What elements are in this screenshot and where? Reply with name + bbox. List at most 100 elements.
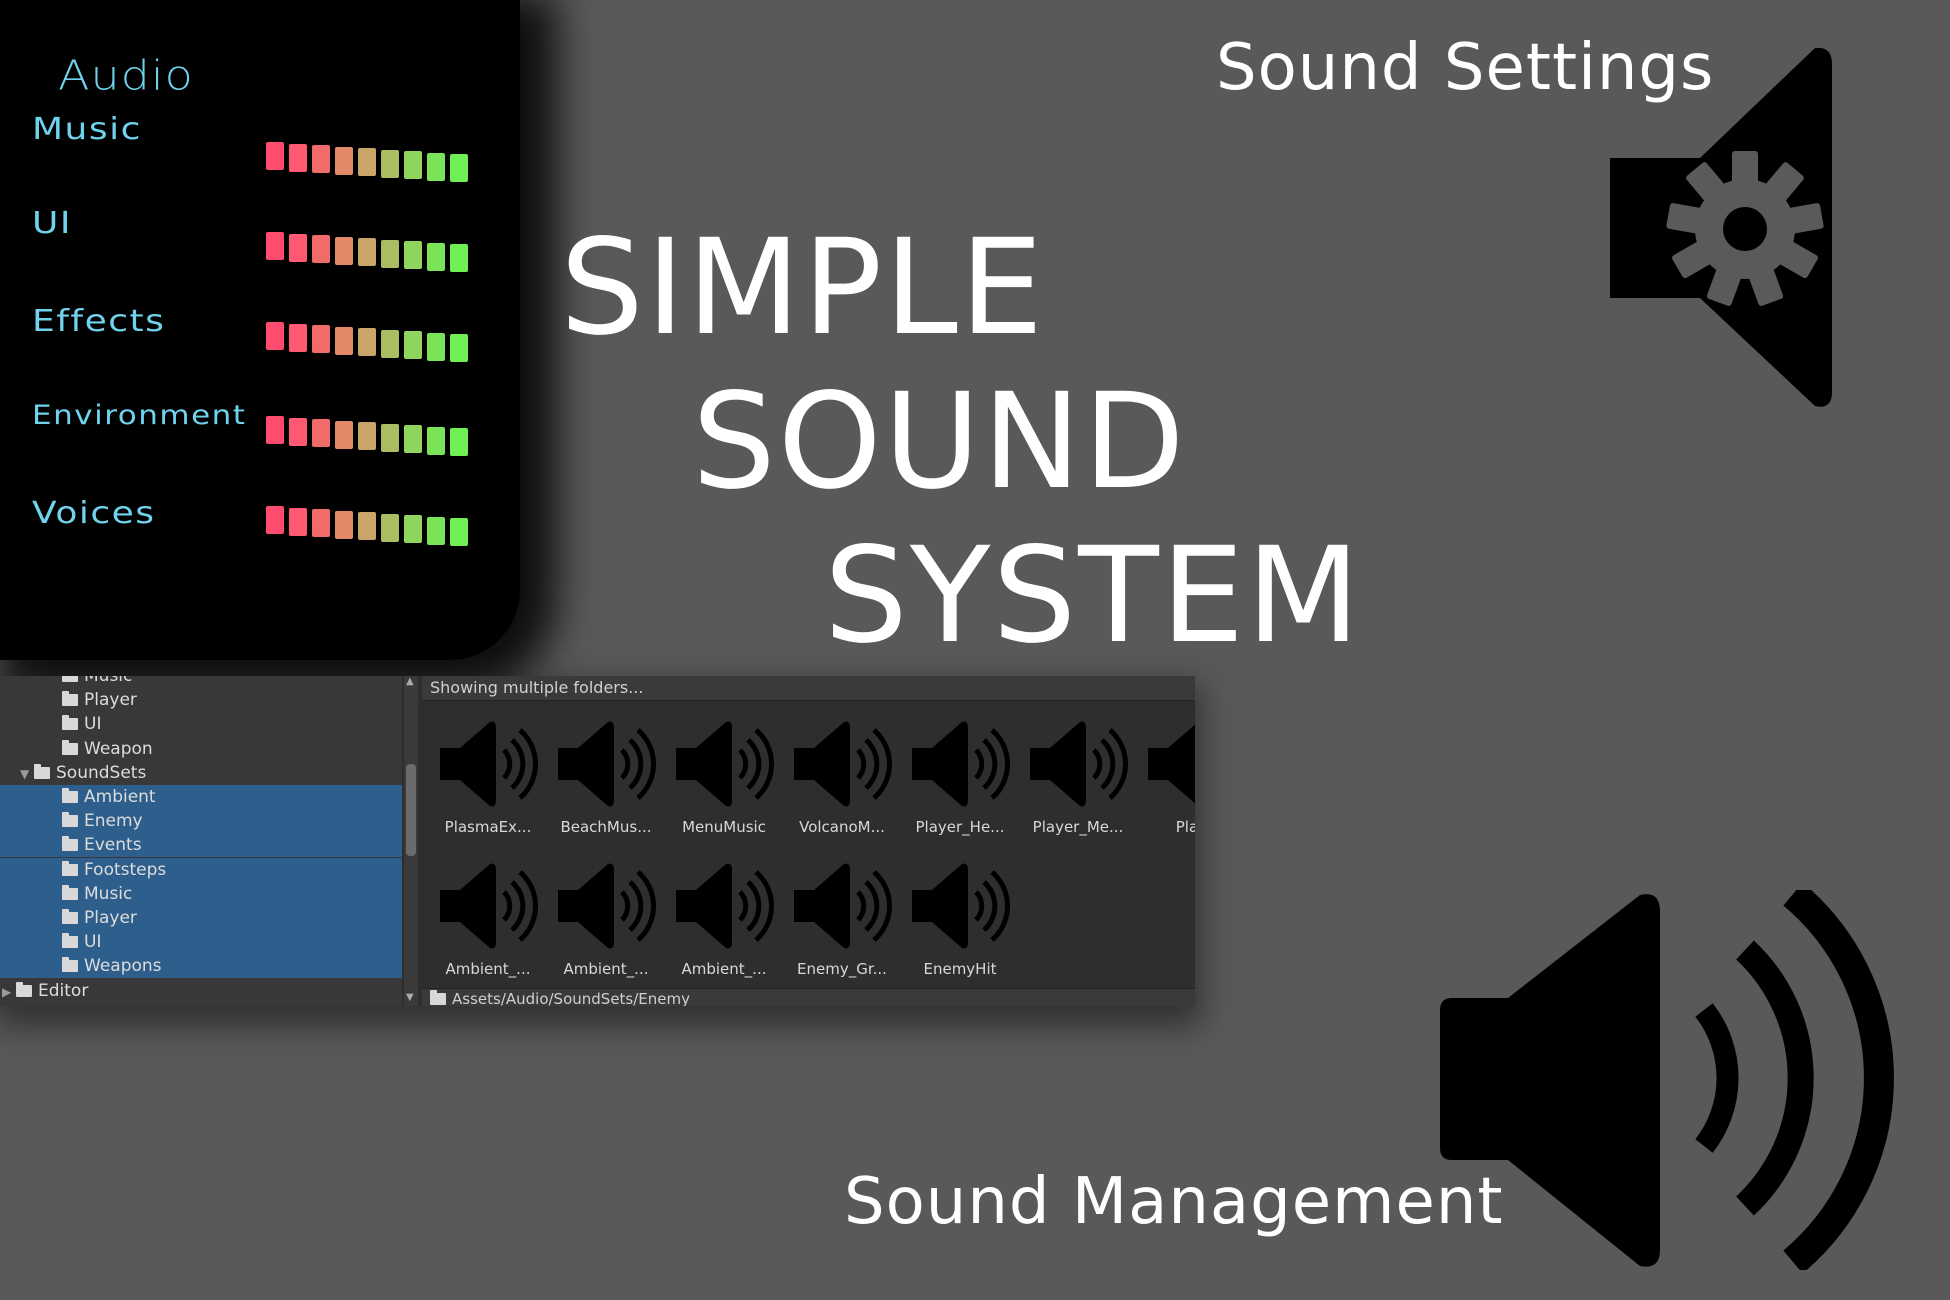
volume-segment[interactable] xyxy=(450,428,468,456)
audio-asset[interactable]: PlasmaEx... xyxy=(432,718,544,838)
tree-scrollbar[interactable]: ▲ ▼ xyxy=(404,676,418,1006)
volume-segment[interactable] xyxy=(381,149,399,178)
volume-segment[interactable] xyxy=(266,322,284,350)
volume-segment[interactable] xyxy=(289,507,307,536)
volume-segment[interactable] xyxy=(404,241,422,269)
scroll-down-icon[interactable]: ▼ xyxy=(406,992,414,1003)
tree-item[interactable]: Player xyxy=(0,688,402,712)
tree-item[interactable]: Events xyxy=(0,833,402,858)
sound-management-label: Sound Management xyxy=(844,1165,1504,1239)
audio-asset[interactable]: Player_He... xyxy=(904,718,1016,838)
volume-segment[interactable] xyxy=(358,422,376,450)
tree-item[interactable]: Player xyxy=(0,906,402,930)
tree-item[interactable]: ▼SoundSets xyxy=(0,761,402,785)
title-line-simple: SIMPLE xyxy=(560,211,1046,365)
tree-item[interactable]: Music xyxy=(0,676,402,688)
volume-segment[interactable] xyxy=(427,152,445,181)
volume-segment[interactable] xyxy=(381,239,399,268)
volume-segment[interactable] xyxy=(358,238,376,266)
volume-meter-effects[interactable] xyxy=(266,322,468,362)
tree-item-label: Music xyxy=(84,883,133,904)
audio-clip-icon xyxy=(912,721,1010,807)
volume-segment[interactable] xyxy=(289,233,307,262)
volume-segment[interactable] xyxy=(450,154,468,182)
audio-asset[interactable]: Enemy_Gr... xyxy=(786,860,898,980)
volume-segment[interactable] xyxy=(450,244,468,272)
volume-segment[interactable] xyxy=(266,232,284,260)
volume-meter-ui[interactable] xyxy=(266,232,468,272)
collapse-arrow-icon[interactable]: ▶ xyxy=(2,984,12,999)
volume-segment[interactable] xyxy=(289,417,307,446)
tree-item[interactable]: Music xyxy=(0,881,402,906)
audio-asset[interactable]: Player_Me... xyxy=(1022,718,1134,838)
asset-label: Ambient_... xyxy=(681,960,767,978)
volume-segment[interactable] xyxy=(335,146,353,175)
volume-segment[interactable] xyxy=(335,236,353,265)
tree-item[interactable]: Weapon xyxy=(0,737,402,761)
volume-segment[interactable] xyxy=(450,334,468,362)
volume-segment[interactable] xyxy=(427,426,445,455)
audio-asset[interactable]: Ambient_... xyxy=(432,860,544,980)
volume-segment[interactable] xyxy=(358,148,376,176)
audio-clip-icon xyxy=(440,721,538,807)
volume-segment[interactable] xyxy=(404,515,422,543)
volume-segment[interactable] xyxy=(312,235,330,263)
volume-segment[interactable] xyxy=(312,509,330,537)
volume-segment[interactable] xyxy=(266,506,284,534)
audio-asset[interactable]: Ambient_... xyxy=(668,860,780,980)
volume-segment[interactable] xyxy=(427,332,445,361)
audio-asset[interactable]: VolcanoM... xyxy=(786,718,898,838)
asset-label: MenuMusic xyxy=(682,818,766,836)
volume-segment[interactable] xyxy=(427,242,445,271)
volume-segment[interactable] xyxy=(358,328,376,356)
volume-segment[interactable] xyxy=(381,423,399,452)
volume-segment[interactable] xyxy=(335,510,353,539)
volume-meter-voices[interactable] xyxy=(266,506,468,546)
volume-segment[interactable] xyxy=(381,513,399,542)
audio-asset[interactable]: Ambient_... xyxy=(550,860,662,980)
asset-label: BeachMus... xyxy=(560,818,652,836)
tree-item-label: Enemy xyxy=(84,811,143,832)
expand-arrow-icon[interactable]: ▼ xyxy=(20,766,30,781)
scroll-thumb[interactable] xyxy=(406,764,416,856)
tree-item[interactable]: Ambient xyxy=(0,785,402,809)
audio-asset[interactable]: BeachMus... xyxy=(550,718,662,838)
audio-asset[interactable]: MenuMusic xyxy=(668,718,780,838)
volume-segment[interactable] xyxy=(335,420,353,449)
folder-icon xyxy=(62,836,78,852)
audio-clip-icon xyxy=(676,721,774,807)
volume-segment[interactable] xyxy=(312,325,330,353)
tree-item[interactable]: UI xyxy=(0,930,402,955)
volume-segment[interactable] xyxy=(312,145,330,173)
audio-row-label: Voices xyxy=(32,496,156,531)
volume-segment[interactable] xyxy=(335,326,353,355)
tree-item[interactable]: ▶Editor xyxy=(0,979,402,1003)
audio-asset[interactable]: EnemyHit xyxy=(904,860,1016,980)
volume-segment[interactable] xyxy=(358,512,376,540)
tree-item[interactable]: UI xyxy=(0,712,402,736)
audio-asset[interactable]: Playe xyxy=(1140,718,1195,838)
audio-clip-icon xyxy=(676,863,774,949)
volume-segment[interactable] xyxy=(289,143,307,172)
audio-panel-title: Audio xyxy=(58,50,194,100)
audio-clip-icon xyxy=(558,863,656,949)
volume-segment[interactable] xyxy=(266,416,284,444)
volume-segment[interactable] xyxy=(404,331,422,359)
volume-segment[interactable] xyxy=(404,151,422,179)
tree-item[interactable]: Weapons xyxy=(0,954,402,979)
volume-segment[interactable] xyxy=(404,425,422,453)
tree-item[interactable]: Footsteps xyxy=(0,857,402,882)
volume-segment[interactable] xyxy=(266,142,284,170)
volume-meter-environment[interactable] xyxy=(266,416,468,456)
tree-item[interactable]: Enemy xyxy=(0,809,402,834)
volume-segment[interactable] xyxy=(427,516,445,545)
audio-row-environment: Environment xyxy=(32,400,492,460)
folder-icon xyxy=(62,933,78,949)
volume-segment[interactable] xyxy=(289,323,307,352)
volume-segment[interactable] xyxy=(381,329,399,358)
scroll-up-icon[interactable]: ▲ xyxy=(406,676,414,687)
volume-meter-music[interactable] xyxy=(266,142,468,182)
volume-segment[interactable] xyxy=(450,518,468,546)
volume-segment[interactable] xyxy=(312,419,330,447)
audio-clip-icon xyxy=(440,863,538,949)
